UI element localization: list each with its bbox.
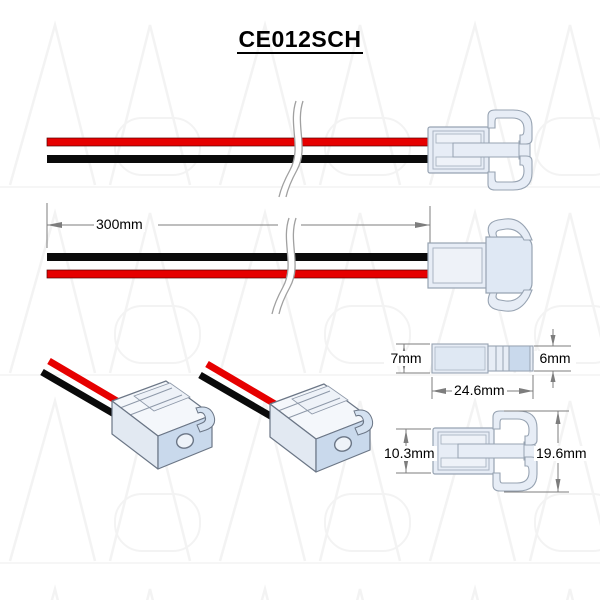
dimension-tip-height (534, 329, 571, 388)
cable-assembly-top-view (46, 100, 533, 198)
dim-label-tip-height: 6mm (534, 351, 576, 366)
dimension-cable-length (46, 203, 431, 252)
wire-black (47, 155, 434, 163)
part-number-title: CE012SCH (0, 26, 600, 54)
dim-label-connector-length: 24.6mm (452, 382, 507, 398)
dim-label-overall-width: 19.6mm (534, 445, 589, 461)
dim-label-body-width: 10.3mm (382, 445, 437, 461)
dim-label-cable-length: 300mm (94, 216, 145, 232)
wire-red (46, 137, 435, 147)
dimension-overall-width (504, 410, 569, 493)
connector-bottom-view-head (485, 236, 533, 294)
connector-latch-hook-top (487, 218, 533, 241)
part-number-text: CE012SCH (236, 26, 364, 54)
connector-latch-hook-bottom (487, 289, 533, 312)
wire-black (47, 253, 434, 261)
dim-label-side-height: 7mm (384, 351, 428, 366)
wire-red (46, 269, 435, 279)
connector-side-view-drawing (431, 343, 534, 374)
dim-arrow-left (47, 222, 62, 228)
cable-assembly-bottom-view (46, 217, 533, 315)
dim-arrow-right (415, 222, 430, 228)
